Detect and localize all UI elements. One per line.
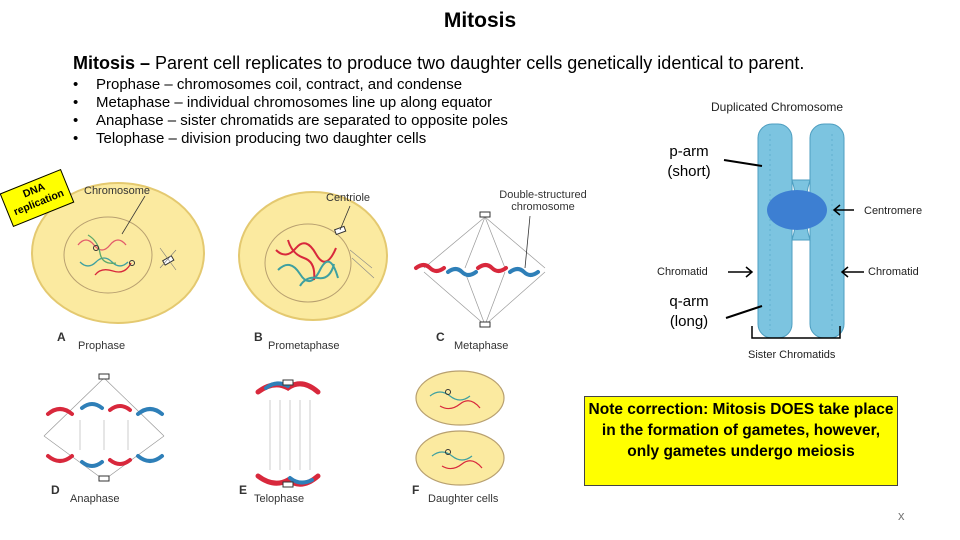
intro-term: Mitosis –: [73, 53, 151, 73]
bullet-icon: •: [73, 112, 79, 129]
p-arm-note: (short): [667, 163, 711, 180]
note-correction-box: Note correction: Mitosis DOES take place…: [584, 396, 898, 486]
q-arm-label: q-arm (long): [654, 292, 724, 332]
bullet-item: • Metaphase – individual chromosomes line…: [73, 94, 508, 112]
q-arm-note: (long): [669, 313, 709, 330]
sister-chromatids-label: Sister Chromatids: [748, 349, 836, 361]
bullet-text: Metaphase – individual chromosomes line …: [96, 94, 493, 111]
intro-text: Parent cell replicates to produce two da…: [150, 53, 805, 73]
p-arm-label: p-arm (short): [654, 142, 724, 182]
bullet-item: • Prophase – chromosomes coil, contract, …: [73, 76, 508, 94]
duplicated-chromosome-diagram: [723, 123, 864, 339]
p-arm-name: p-arm: [669, 143, 709, 160]
phase-letter-c: C: [436, 330, 445, 344]
q-arm-name: q-arm: [669, 293, 709, 310]
chromosome-label: Chromosome: [84, 185, 151, 197]
close-icon[interactable]: x: [898, 508, 905, 523]
phase-bullet-list: • Prophase – chromosomes coil, contract, …: [73, 76, 508, 148]
bullet-icon: •: [73, 76, 79, 93]
phase-name-anaphase: Anaphase: [70, 493, 120, 505]
phase-name-telophase: Telophase: [254, 493, 305, 505]
double-structured-chromosome-label: Double-structured chromosome: [499, 189, 587, 213]
phase-letter-e: E: [239, 483, 248, 497]
bullet-text: Prophase – chromosomes coil, contract, a…: [96, 76, 463, 93]
prometaphase-cell: [238, 191, 388, 321]
intro-sentence: Mitosis – Parent cell replicates to prod…: [73, 53, 804, 74]
phase-letter-a: A: [57, 330, 66, 344]
phase-name-daughter-cells: Daughter cells: [428, 493, 499, 505]
metaphase-spindle: [414, 211, 546, 328]
phase-name-prophase: Prophase: [78, 340, 126, 352]
chromosome-diagram-title: Duplicated Chromosome: [711, 100, 844, 114]
bullet-icon: •: [73, 94, 79, 111]
phase-name-metaphase: Metaphase: [454, 340, 509, 352]
phase-name-prometaphase: Prometaphase: [268, 340, 340, 352]
phase-letter-b: B: [254, 330, 263, 344]
slide-title: Mitosis: [443, 9, 517, 32]
chromatid-left-label: Chromatid: [657, 266, 708, 278]
phase-letter-d: D: [51, 483, 60, 497]
anaphase-spindle: [43, 373, 165, 482]
daughter-cells: [415, 370, 505, 486]
bullet-text: Telophase – division producing two daugh…: [96, 130, 427, 147]
prophase-cell: [31, 182, 205, 324]
bullet-icon: •: [73, 130, 79, 147]
centriole-label: Centriole: [326, 192, 371, 204]
centromere-shape: [767, 190, 827, 230]
phase-letter-f: F: [412, 483, 420, 497]
bullet-item: • Telophase – division producing two daug…: [73, 130, 508, 148]
centromere-label: Centromere: [864, 205, 923, 217]
telophase-spindle: [255, 379, 321, 488]
bullet-item: • Anaphase – sister chromatids are separa…: [73, 112, 508, 130]
bullet-text: Anaphase – sister chromatids are separat…: [96, 112, 508, 129]
chromatid-right-label: Chromatid: [868, 266, 919, 278]
